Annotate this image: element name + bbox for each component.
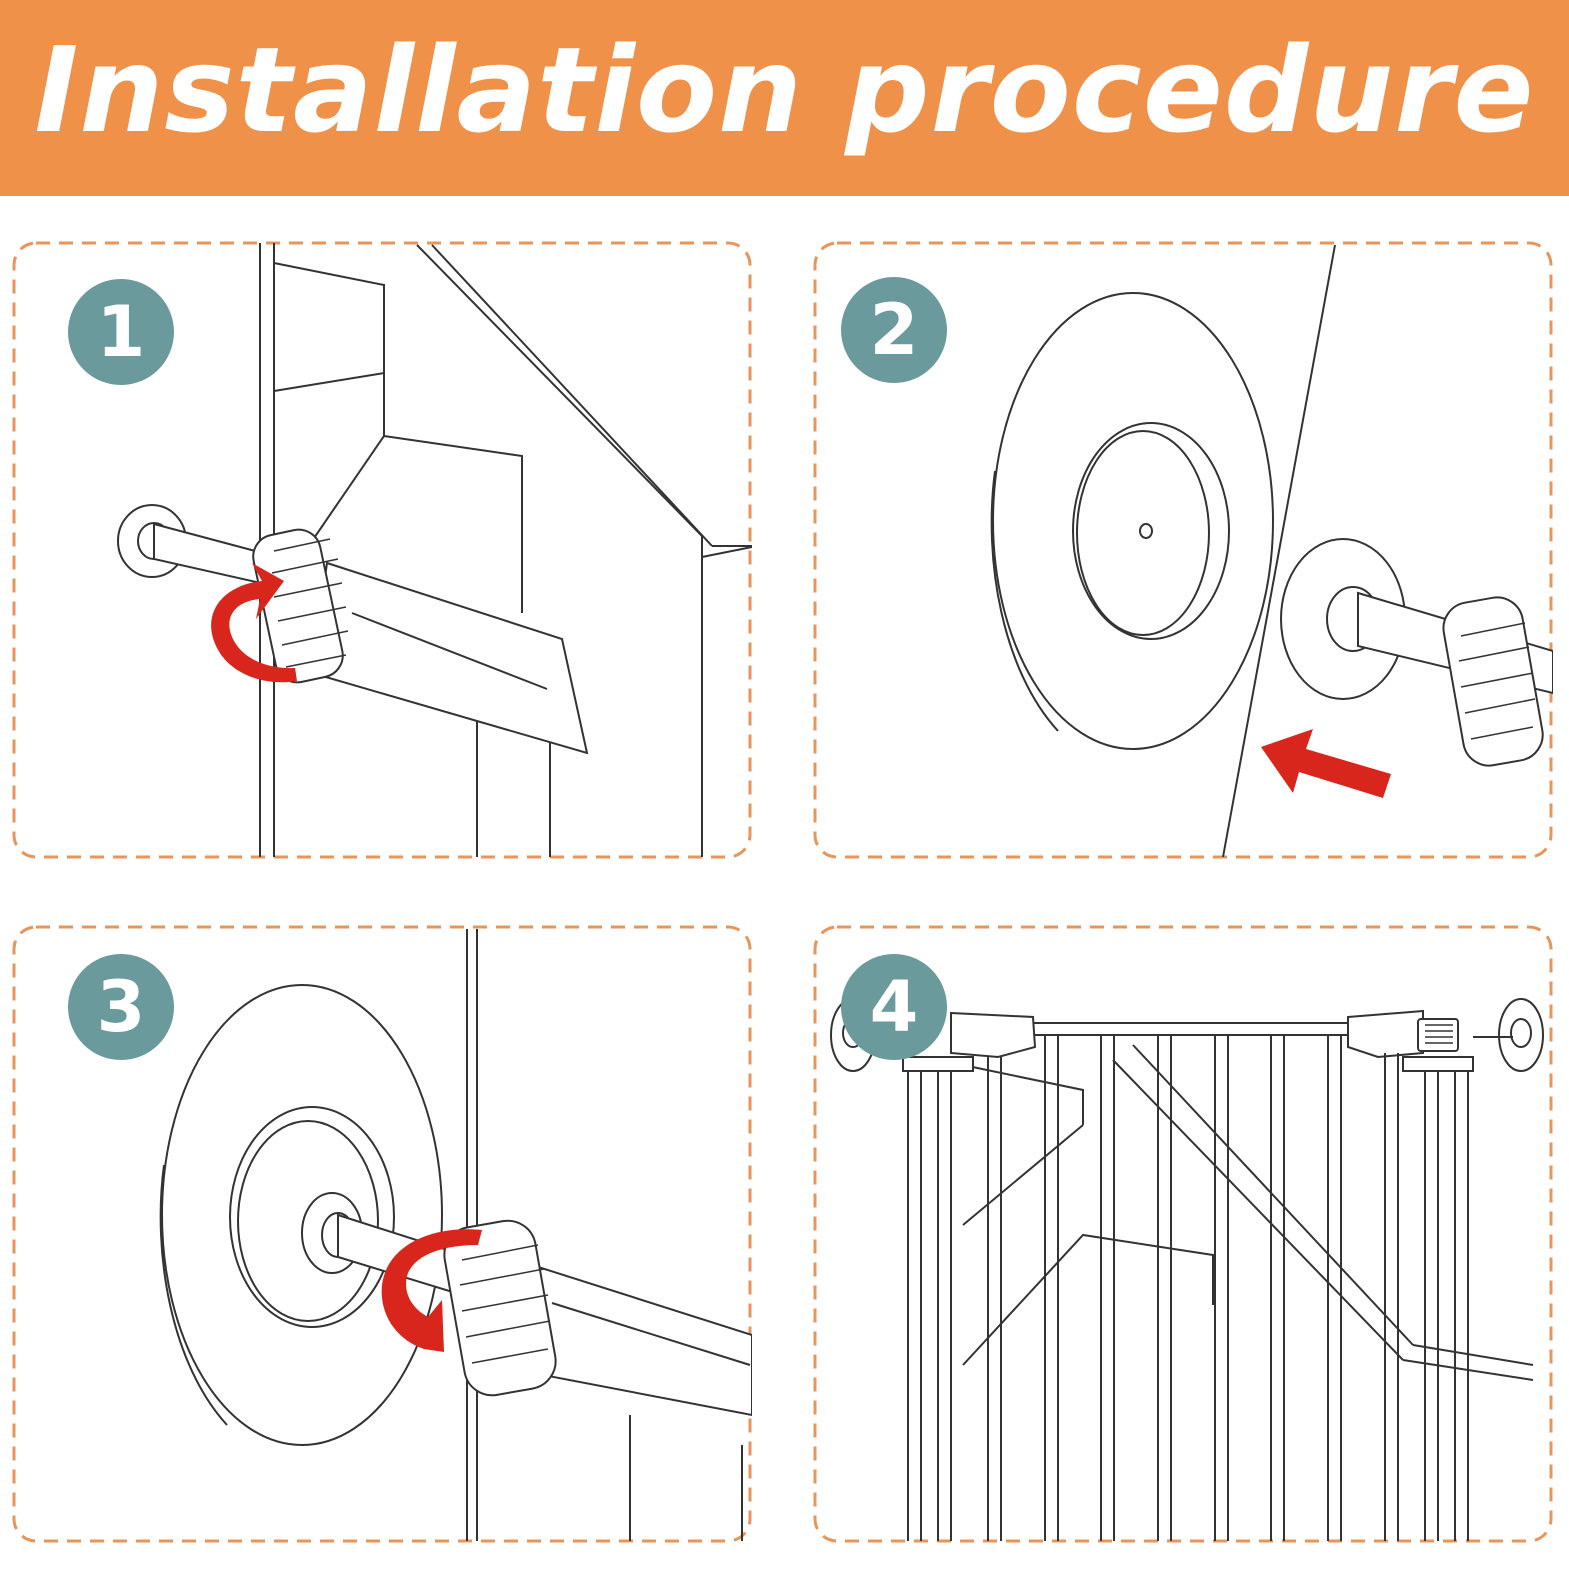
rod-with-adjuster xyxy=(117,504,589,755)
rotate-arrow-icon xyxy=(211,563,297,683)
step-2-illustration xyxy=(813,241,1553,859)
step-number-badge: 2 xyxy=(841,277,947,383)
safety-gate-drawing xyxy=(830,998,1544,1541)
dashed-frame xyxy=(813,925,1553,1543)
step-3-illustration xyxy=(12,925,752,1543)
wall-pad-drawing xyxy=(159,984,443,1446)
title-banner: Installation procedure xyxy=(0,0,1569,196)
wall-edge-drawing xyxy=(1222,244,1336,858)
rod-with-adjuster xyxy=(301,1192,752,1417)
step-number-badge: 4 xyxy=(841,954,947,1060)
banner-title: Installation procedure xyxy=(34,21,1535,159)
step-2-panel: 2 xyxy=(813,241,1553,859)
wall-pad-drawing xyxy=(990,292,1274,750)
step-number-badge: 1 xyxy=(68,279,174,385)
step-4-panel: 4 xyxy=(813,925,1553,1543)
step-1-panel: 1 xyxy=(12,241,752,859)
dashed-frame xyxy=(813,241,1553,859)
dashed-frame xyxy=(12,241,752,859)
dashed-frame xyxy=(12,925,752,1543)
push-arrow-icon xyxy=(1261,729,1391,798)
rotate-arrow-icon xyxy=(381,1229,482,1352)
wall-and-stairs-drawing xyxy=(259,243,752,857)
staircase-background-drawing xyxy=(962,1044,1534,1381)
step-1-illustration xyxy=(12,241,752,859)
rod-with-adjuster xyxy=(1280,538,1553,767)
step-3-panel: 3 xyxy=(12,925,752,1543)
step-number-badge: 3 xyxy=(68,954,174,1060)
